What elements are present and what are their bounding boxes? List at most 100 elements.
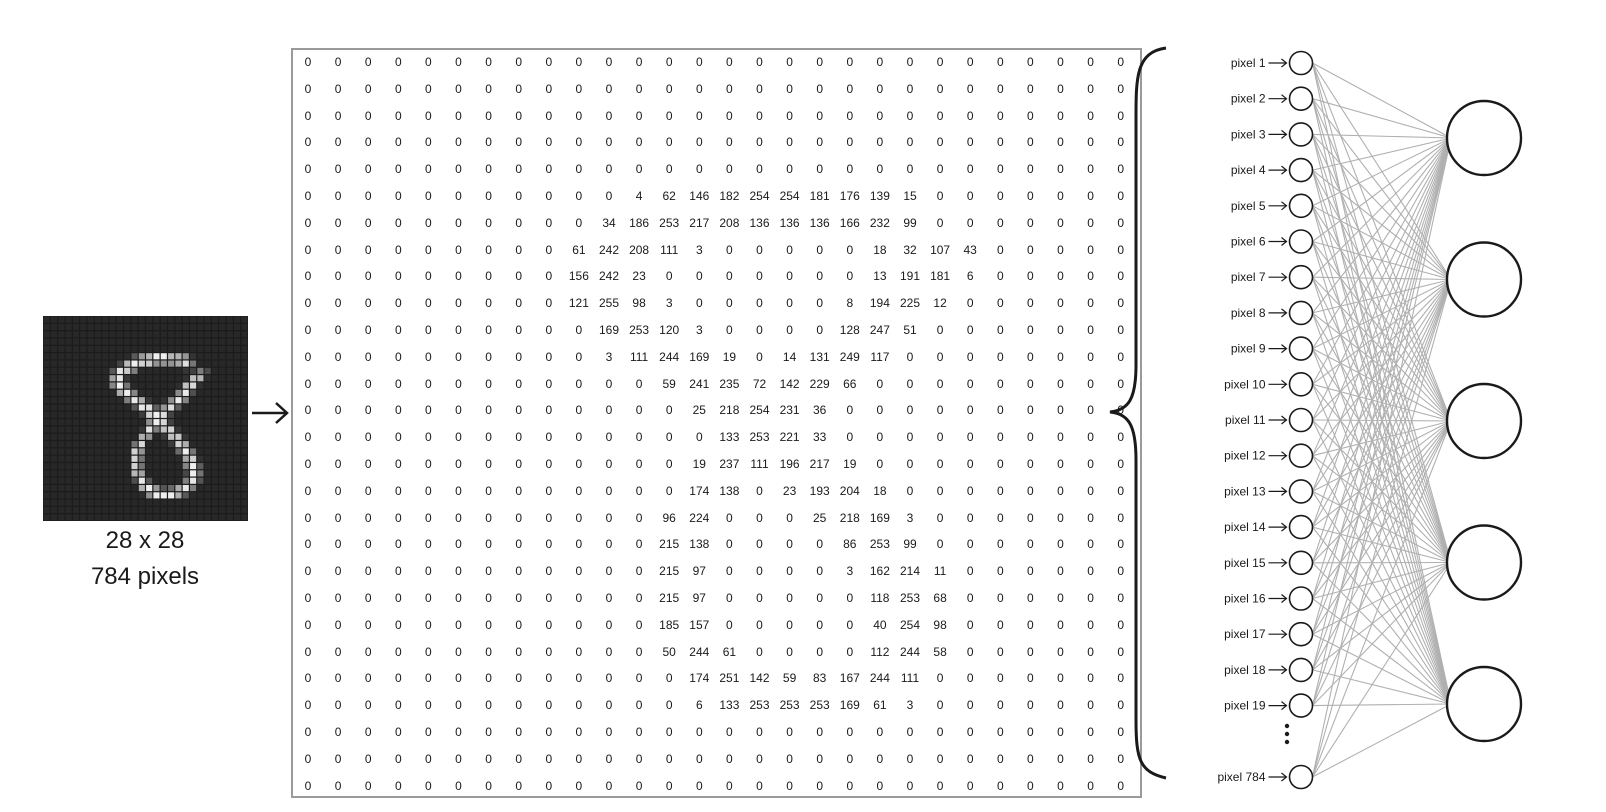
input-neuron bbox=[1288, 764, 1314, 790]
pixel-value: 12 bbox=[933, 296, 947, 311]
pixel-value: 0 bbox=[786, 564, 793, 579]
pixel-value: 244 bbox=[659, 349, 680, 364]
pixel-value: 0 bbox=[1027, 430, 1034, 445]
pixel-value: 0 bbox=[936, 108, 944, 123]
pixel-value: 0 bbox=[394, 269, 402, 284]
pixel-value: 0 bbox=[515, 296, 523, 311]
pixel-value: 218 bbox=[719, 403, 740, 418]
image-pixel bbox=[124, 506, 131, 514]
input-neuron bbox=[1288, 514, 1314, 540]
pixel-value: 0 bbox=[996, 564, 1004, 579]
pixel-value: 0 bbox=[1057, 296, 1064, 311]
pixel-value: 0 bbox=[1057, 510, 1064, 525]
pixel-value: 0 bbox=[906, 751, 914, 766]
image-pixel bbox=[65, 397, 72, 404]
pixel-value: 3 bbox=[605, 349, 613, 364]
image-pixel bbox=[219, 397, 226, 404]
pixel-value: 0 bbox=[425, 483, 432, 498]
image-pixel bbox=[233, 441, 241, 448]
pixel-value: 251 bbox=[719, 671, 740, 686]
input-label: pixel 14 bbox=[1224, 520, 1266, 534]
image-pixel bbox=[138, 433, 145, 440]
pixel-value: 0 bbox=[726, 81, 733, 96]
image-pixel bbox=[168, 441, 175, 448]
image-pixel bbox=[109, 492, 116, 499]
pixel-value: 0 bbox=[485, 698, 492, 713]
pixel-value: 0 bbox=[966, 698, 974, 713]
image-pixel bbox=[94, 382, 101, 389]
image-pixel bbox=[65, 463, 72, 470]
image-pixel bbox=[94, 499, 101, 506]
image-pixel bbox=[190, 448, 197, 455]
image-pixel bbox=[197, 470, 204, 477]
image-pixel bbox=[160, 477, 167, 484]
image-pixel bbox=[65, 470, 72, 477]
pixel-value: 0 bbox=[1117, 778, 1125, 793]
input-neuron-group: pixel 5 bbox=[1231, 193, 1314, 219]
pixel-value: 0 bbox=[605, 376, 613, 391]
image-pixel bbox=[58, 345, 65, 353]
pixel-value: 237 bbox=[719, 457, 740, 471]
pixel-value: 0 bbox=[695, 296, 703, 311]
pixel-value: 0 bbox=[635, 135, 643, 150]
pixel-value: 112 bbox=[870, 644, 890, 659]
image-pixel bbox=[211, 382, 219, 389]
pixel-value: 0 bbox=[786, 510, 793, 525]
pixel-value: 0 bbox=[1027, 269, 1034, 284]
pixel-value: 0 bbox=[906, 55, 914, 69]
image-pixel bbox=[80, 484, 87, 492]
input-neuron-group: pixel 3 bbox=[1231, 122, 1314, 147]
pixel-value: 0 bbox=[1117, 108, 1125, 123]
pixel-value: 0 bbox=[334, 135, 342, 150]
image-pixel bbox=[226, 441, 233, 448]
image-pixel bbox=[50, 499, 58, 506]
image-pixel bbox=[197, 331, 204, 338]
pixel-value: 0 bbox=[846, 725, 854, 739]
pixel-value: 0 bbox=[1087, 537, 1094, 552]
image-pixel bbox=[116, 506, 123, 514]
image-pixel bbox=[168, 411, 175, 418]
image-pixel bbox=[131, 419, 138, 426]
image-pixel bbox=[168, 426, 175, 433]
pixel-value: 0 bbox=[545, 457, 553, 471]
digit-pixel-grid bbox=[43, 316, 248, 521]
pixel-value: 23 bbox=[632, 269, 646, 284]
input-neuron-group: pixel 18 bbox=[1224, 657, 1314, 683]
image-pixel bbox=[94, 338, 101, 345]
image-pixel bbox=[138, 404, 145, 411]
pixel-value: 0 bbox=[665, 430, 673, 445]
image-pixel bbox=[94, 514, 101, 521]
image-pixel bbox=[109, 382, 116, 389]
image-pixel bbox=[124, 499, 131, 506]
ellipsis-dots bbox=[1284, 723, 1290, 745]
image-pixel bbox=[175, 441, 182, 448]
input-label: pixel 1 bbox=[1231, 56, 1266, 70]
pixel-value: 0 bbox=[334, 617, 342, 632]
pixel-value: 0 bbox=[605, 135, 613, 150]
image-pixel bbox=[72, 360, 80, 367]
image-pixel bbox=[102, 397, 109, 404]
image-pixel bbox=[204, 492, 211, 499]
pixel-value: 0 bbox=[425, 349, 432, 364]
image-pixel bbox=[197, 441, 204, 448]
pixel-value: 0 bbox=[996, 403, 1004, 418]
image-pixel bbox=[109, 433, 116, 440]
pixel-value: 0 bbox=[846, 81, 854, 96]
image-pixel bbox=[94, 397, 101, 404]
image-pixel bbox=[211, 484, 219, 492]
pixel-value: 0 bbox=[756, 617, 763, 632]
pixel-value: 72 bbox=[752, 376, 767, 391]
image-pixel bbox=[182, 419, 189, 426]
pixel-value: 0 bbox=[575, 591, 583, 605]
image-pixel bbox=[175, 484, 182, 492]
image-pixel bbox=[72, 323, 80, 331]
image-pixel bbox=[204, 382, 211, 389]
pixel-value: 0 bbox=[334, 457, 342, 471]
image-pixel bbox=[190, 506, 197, 514]
pixel-value: 0 bbox=[575, 403, 583, 418]
input-label: pixel 5 bbox=[1231, 199, 1266, 213]
image-pixel bbox=[226, 331, 233, 338]
pixel-value: 0 bbox=[846, 430, 854, 445]
pixel-value: 133 bbox=[719, 698, 740, 713]
image-pixel bbox=[124, 331, 131, 338]
